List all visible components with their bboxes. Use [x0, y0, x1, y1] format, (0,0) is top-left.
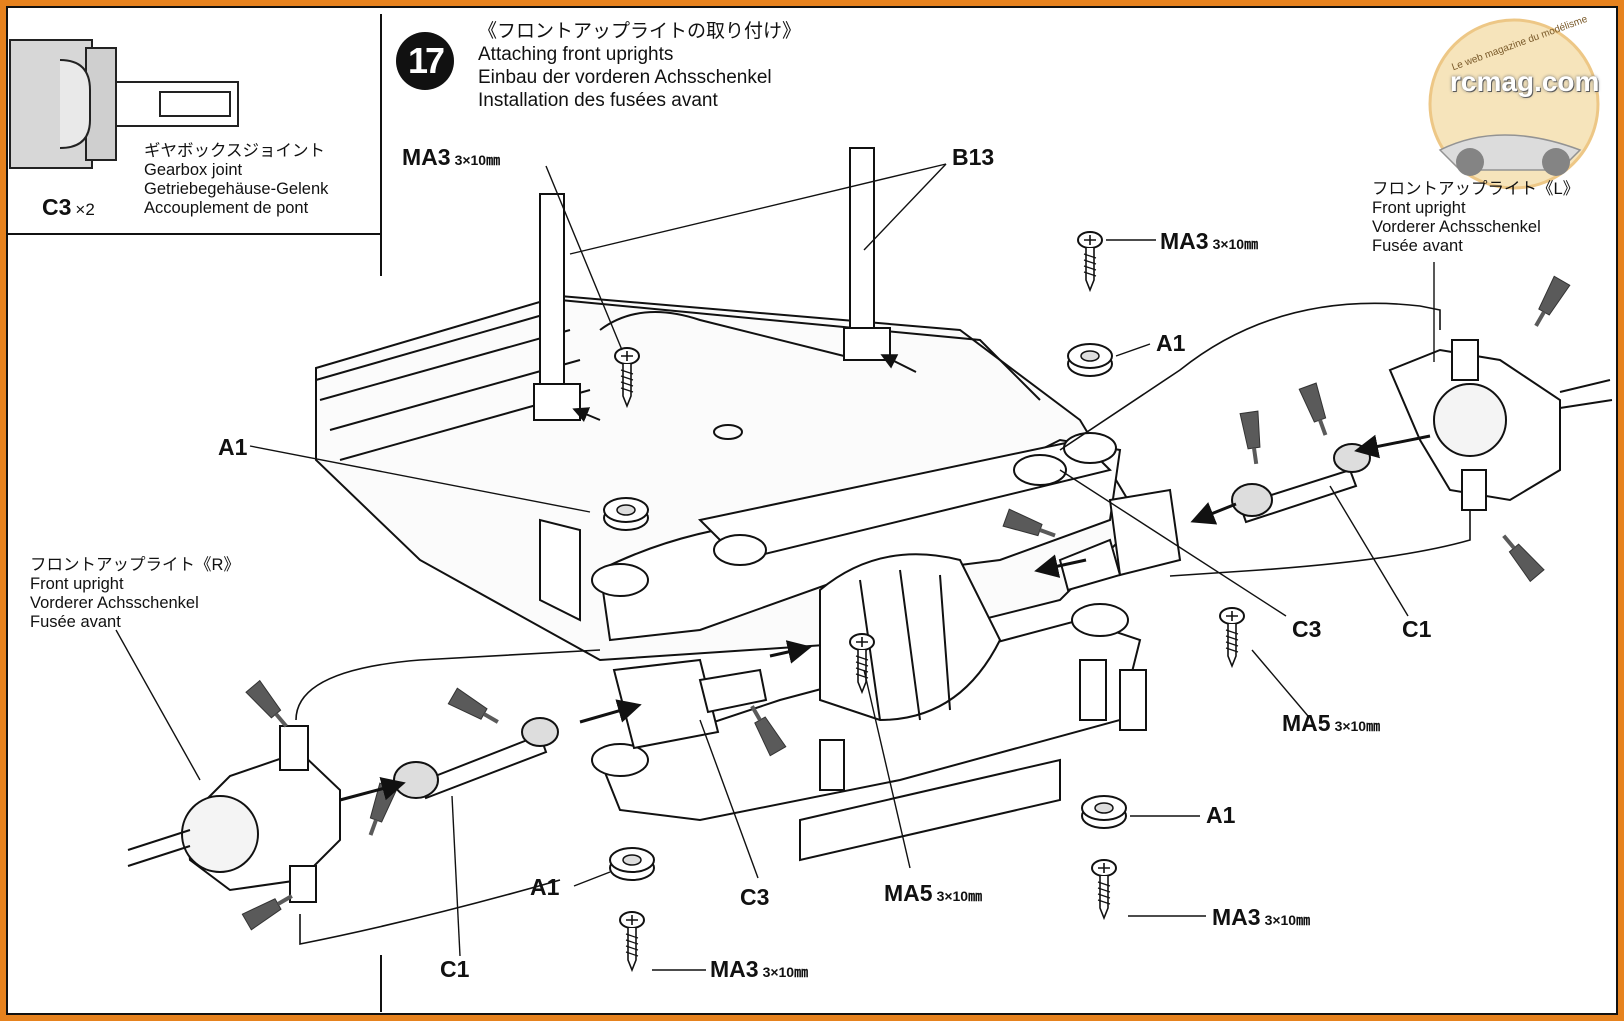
front-upright-right-drawing: [127, 725, 341, 903]
front-upright-left-drawing: [1388, 339, 1613, 511]
callout-c1-right-code: C1: [1402, 616, 1432, 642]
c1-shaft-bottom: [393, 717, 559, 800]
callout-ma5-bottom-dim: 3×10㎜: [936, 888, 983, 904]
a1-washer-bottom: [609, 847, 655, 881]
callout-ma3-bottom-code: MA3: [710, 956, 759, 982]
callout-c1-bottom: C1: [440, 958, 469, 981]
step-title-de: Einbau der vorderen Achsschenkel: [478, 67, 772, 88]
a1-washer-left: [603, 497, 649, 531]
callout-ma3-right-dim: 3×10㎜: [1212, 236, 1259, 252]
upright-right-jp: フロントアップライト《R》: [30, 556, 240, 574]
step-title-fr: Installation des fusées avant: [478, 90, 718, 111]
callout-c3-bottom: C3: [740, 886, 769, 909]
inset-caption: ギヤボックスジョイント Gearbox joint Getriebegehäus…: [144, 142, 328, 218]
callout-ma3-top-code: MA3: [402, 144, 451, 170]
inset-quantity: ×2: [75, 200, 95, 219]
upright-right-de: Vorderer Achsschenkel: [30, 594, 199, 612]
assembly-arrows: [295, 302, 1471, 945]
upright-right-fr: Fusée avant: [30, 613, 121, 631]
grease-marker-3: [1238, 409, 1268, 468]
a1-washer-right: [1067, 343, 1113, 377]
grease-marker-6: [243, 678, 296, 735]
callout-ma3-bottom-dim: 3×10㎜: [762, 964, 809, 980]
callout-ma3-bottom-right-dim: 3×10㎜: [1264, 912, 1311, 928]
step-number: 17: [396, 32, 454, 90]
ma3-screw-right: [1077, 231, 1103, 291]
chassis: [315, 294, 1147, 862]
rcmag-logo: [1428, 18, 1600, 190]
step-title: 《フロントアップライトの取り付け》 Attaching front uprigh…: [478, 20, 801, 112]
grease-marker-1: [1526, 274, 1572, 333]
upright-right-en: Front upright: [30, 575, 124, 593]
callout-a1-right: A1: [1156, 332, 1185, 355]
grease-marker-2: [1297, 381, 1336, 441]
step-title-en: Attaching front uprights: [478, 44, 674, 65]
callout-ma5-right-dim: 3×10㎜: [1334, 718, 1381, 734]
callout-b13-code: B13: [952, 144, 995, 170]
c3-joint-bottom: [612, 658, 768, 750]
callout-ma5-right-code: MA5: [1282, 710, 1331, 736]
c1-shaft-right: [1231, 443, 1371, 524]
callout-ma3-right-code: MA3: [1160, 228, 1209, 254]
callout-c1-bottom-code: C1: [440, 956, 470, 982]
page-border: [6, 6, 1618, 1015]
grease-marker-5: [1494, 527, 1547, 584]
upright-left-jp: フロントアップライト《L》: [1372, 180, 1580, 198]
ma3-screw-bottom: [619, 911, 645, 971]
logo-brand: rcmag.com: [1450, 66, 1600, 97]
callout-ma3-top-dim: 3×10㎜: [454, 152, 501, 168]
upright-left-caption: フロントアップライト《L》 Front upright Vorderer Ach…: [1372, 180, 1579, 256]
ma5-screw-right: [1219, 607, 1245, 667]
callout-a1-bottom-right: A1: [1206, 804, 1235, 827]
callout-ma5-bottom-code: MA5: [884, 880, 933, 906]
callout-ma3-bottom-right-code: MA3: [1212, 904, 1261, 930]
grease-marker-9: [240, 886, 299, 932]
gearbox-joint-inset-drawing: [9, 39, 239, 169]
grease-marker-7: [446, 686, 505, 732]
upright-right-caption: フロントアップライト《R》 Front upright Vorderer Ach…: [30, 556, 240, 632]
callout-a1-bottom: A1: [530, 876, 559, 899]
callout-c3-right: C3: [1292, 618, 1321, 641]
inset-part-label: C3×2: [42, 196, 95, 219]
b13-posts: [533, 147, 891, 421]
callout-b13: B13: [952, 146, 994, 169]
upright-left-en: Front upright: [1372, 199, 1466, 217]
leader-lines: [115, 163, 1435, 971]
callout-a1-left: A1: [218, 436, 247, 459]
c3-joint-right: [1058, 488, 1182, 592]
callout-a1-bottom-right-code: A1: [1206, 802, 1236, 828]
inset-caption-en: Gearbox joint: [144, 161, 243, 179]
a1-washer-bottom-right: [1081, 795, 1127, 829]
upright-left-fr: Fusée avant: [1372, 237, 1463, 255]
inset-caption-fr: Accouplement de pont: [144, 199, 309, 217]
ma3-screw-bottom-right: [1091, 859, 1117, 919]
callout-c3-bottom-code: C3: [740, 884, 770, 910]
inset-caption-jp: ギヤボックスジョイント: [144, 142, 326, 160]
callout-a1-bottom-code: A1: [530, 874, 560, 900]
callout-c1-right: C1: [1402, 618, 1431, 641]
callout-c3-right-code: C3: [1292, 616, 1322, 642]
callout-a1-left-code: A1: [218, 434, 248, 460]
callout-a1-right-code: A1: [1156, 330, 1186, 356]
inset-caption-de: Getriebegehäuse-Gelenk: [144, 180, 329, 198]
upright-left-de: Vorderer Achsschenkel: [1372, 218, 1541, 236]
inset-part-code: C3: [42, 194, 72, 220]
step-title-jp: 《フロントアップライトの取り付け》: [478, 21, 802, 42]
